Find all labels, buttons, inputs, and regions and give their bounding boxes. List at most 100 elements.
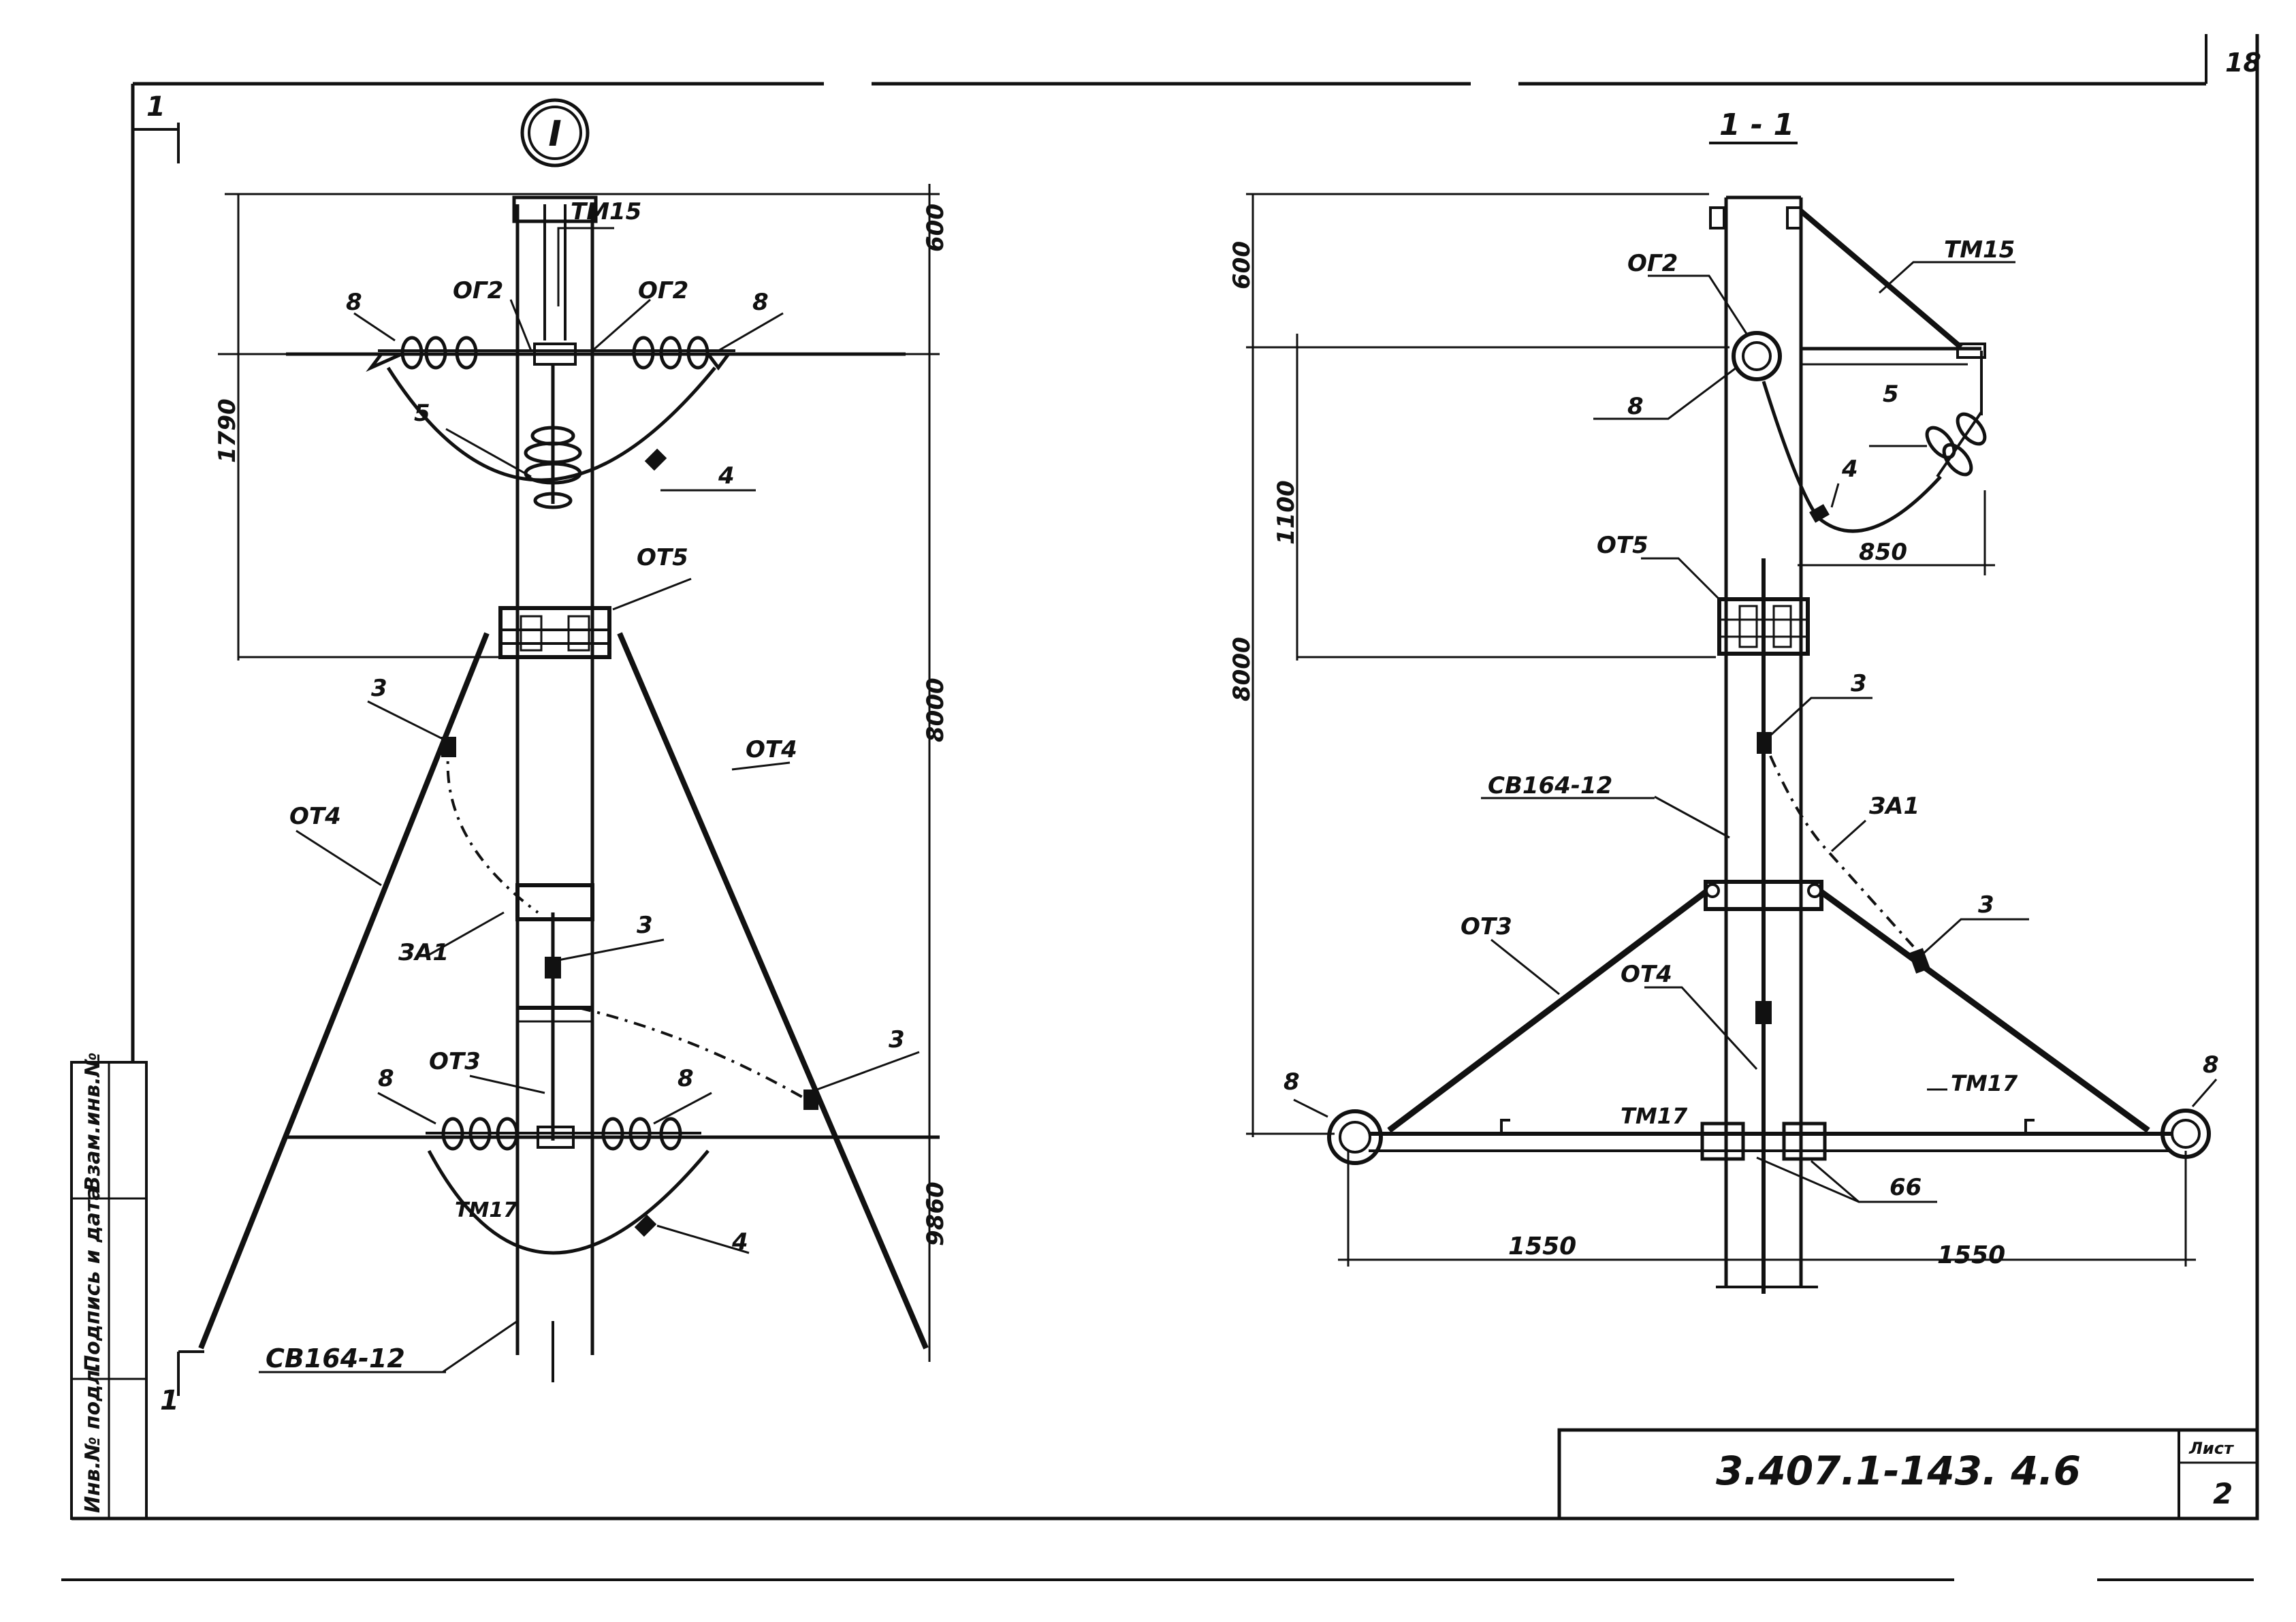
label-8-upper-left: 8 (346, 289, 362, 316)
upper-insulator-string-right (632, 336, 730, 371)
sheet-number: 2 (2213, 1477, 2233, 1510)
ground-wire-za1 (446, 742, 808, 1101)
label-8-lower-right: 8 (677, 1065, 694, 1092)
label-ot5-side: ОТ5 (1597, 532, 1648, 559)
clamp-ot5-side (1717, 597, 1810, 656)
label-8-top-side: 8 (1627, 393, 1644, 420)
dim-9860: 9860 (922, 1181, 949, 1246)
stamp-replace-inv: Взам.инв.№ (81, 1052, 105, 1192)
label-tm15-side: ТМ15 (1944, 236, 2015, 264)
label-3-lower-side: 3 (1978, 891, 1994, 919)
label-5-side: 5 (1883, 381, 1899, 408)
sheet-label: Лист (2188, 1439, 2235, 1458)
eye-8-left (1327, 1109, 1383, 1165)
label-tm17: ТМ17 (455, 1198, 517, 1222)
lower-crossarm (286, 1126, 940, 1149)
clamp-3-left (441, 737, 456, 757)
dim-1790: 1790 (214, 398, 241, 463)
dim-side-600: 600 (1228, 241, 1256, 289)
side-stamp: Взам.инв.№ Подпись и дата Инв.№ подл. (70, 1052, 148, 1520)
label-3-right: 3 (889, 1026, 905, 1053)
label-ot5: ОТ5 (637, 544, 688, 571)
dim-600: 600 (922, 204, 949, 252)
stamp-signature-date: Подпись и дата (81, 1187, 105, 1372)
label-3-upper-side: 3 (1851, 670, 1867, 697)
insulator-5-side (1925, 411, 1987, 478)
label-og2-right: ОГ2 (638, 277, 688, 304)
lower-insulator-string-right (601, 1117, 682, 1151)
dim-span-left: 1550 (1508, 1233, 1576, 1260)
dim-8000: 8000 (922, 678, 949, 742)
label-4-upper: 4 (718, 462, 735, 490)
clamp-3-upper-side (1757, 732, 1772, 754)
label-5: 5 (414, 400, 430, 427)
right-view: 1 - 1 600 1100 8000 8 (1228, 108, 2219, 1294)
section-mark-bottom (177, 1350, 204, 1396)
dim-span-right: 1550 (1937, 1241, 2005, 1269)
clamp-ot4-side (1755, 1001, 1772, 1024)
view-marker-circle (520, 98, 590, 168)
dim-side-8000: 8000 (1228, 637, 1256, 701)
dim-side-1100: 1100 (1273, 480, 1300, 545)
lower-jumper-loop (427, 1149, 709, 1255)
left-view: I 1 1 600 1790 (133, 91, 949, 1416)
label-ot4-side: ОТ4 (1621, 961, 1672, 988)
section-mark-top (133, 123, 180, 163)
label-tm17-left-side: ТМ17 (1621, 1103, 1688, 1129)
label-og2-left: ОГ2 (453, 277, 503, 304)
clamp-ot5 (498, 606, 611, 659)
upper-crossarm (286, 343, 906, 366)
top-insulator (524, 364, 582, 509)
crossarm-tm17 (1369, 1119, 2172, 1161)
eye-8-right (2161, 1109, 2211, 1159)
ground-wire-za1-side (1769, 755, 1915, 948)
section-title: 1 - 1 (1719, 108, 1794, 142)
lower-insulator-string-left (441, 1117, 519, 1151)
label-za1-side: ЗА1 (1868, 793, 1919, 820)
pole-shaft (512, 195, 598, 1382)
brace-tm15 (1799, 208, 1986, 415)
mid-bracket (515, 883, 594, 1141)
label-og2-side: ОГ2 (1627, 250, 1678, 277)
dimension-lines (218, 184, 940, 1362)
label-ot4-right: ОТ4 (746, 736, 797, 763)
strut-ot4-right (617, 632, 929, 1350)
label-ot4-left: ОТ4 (289, 803, 341, 830)
dim-side-850: 850 (1859, 539, 1907, 566)
label-8-upper-right: 8 (752, 289, 769, 316)
label-66-side: 66 (1890, 1174, 1922, 1201)
strut-ot3-right (1819, 889, 2150, 1133)
label-3-left: 3 (371, 675, 387, 702)
leader-lines-left (296, 227, 920, 1373)
label-tm15: ТМ15 (571, 198, 641, 225)
label-3-mid: 3 (637, 912, 653, 939)
clamp-4-upper (644, 448, 667, 471)
clamp-3-lower-side (1909, 948, 1930, 974)
stamp-original-inv: Инв.№ подл. (81, 1362, 105, 1513)
jumper-side (1761, 381, 1942, 533)
section-mark-top-label: 1 (146, 91, 165, 123)
view-marker-label: I (548, 114, 561, 155)
label-4-lower: 4 (731, 1228, 748, 1256)
leader-lines-right (1293, 261, 2218, 1203)
label-4-side: 4 (1841, 456, 1858, 483)
clamp-3-right (803, 1090, 818, 1110)
section-mark-bottom-label: 1 (160, 1385, 179, 1416)
label-ot3-side: ОТ3 (1461, 913, 1512, 940)
page-number: 18 (2225, 48, 2261, 78)
label-tm17-right-side: ТМ17 (1951, 1070, 2018, 1096)
document-code: 3.407.1-143. 4.6 (1716, 1448, 2081, 1494)
upper-insulator-string-left (366, 336, 478, 372)
strut-ot4-left (198, 632, 490, 1350)
clamp-4-lower (634, 1214, 657, 1237)
label-8-right-side: 8 (2203, 1051, 2219, 1079)
title-block (1557, 1428, 2259, 1521)
label-8-left-side: 8 (1283, 1068, 1300, 1096)
label-8-lower-left: 8 (378, 1065, 394, 1092)
pole-shaft-side (1709, 195, 1818, 1294)
label-pole: СВ164-12 (266, 1343, 405, 1373)
eye-og2 (1732, 331, 1782, 381)
upper-jumper-loop (386, 366, 716, 482)
label-za1: ЗА1 (398, 939, 449, 966)
